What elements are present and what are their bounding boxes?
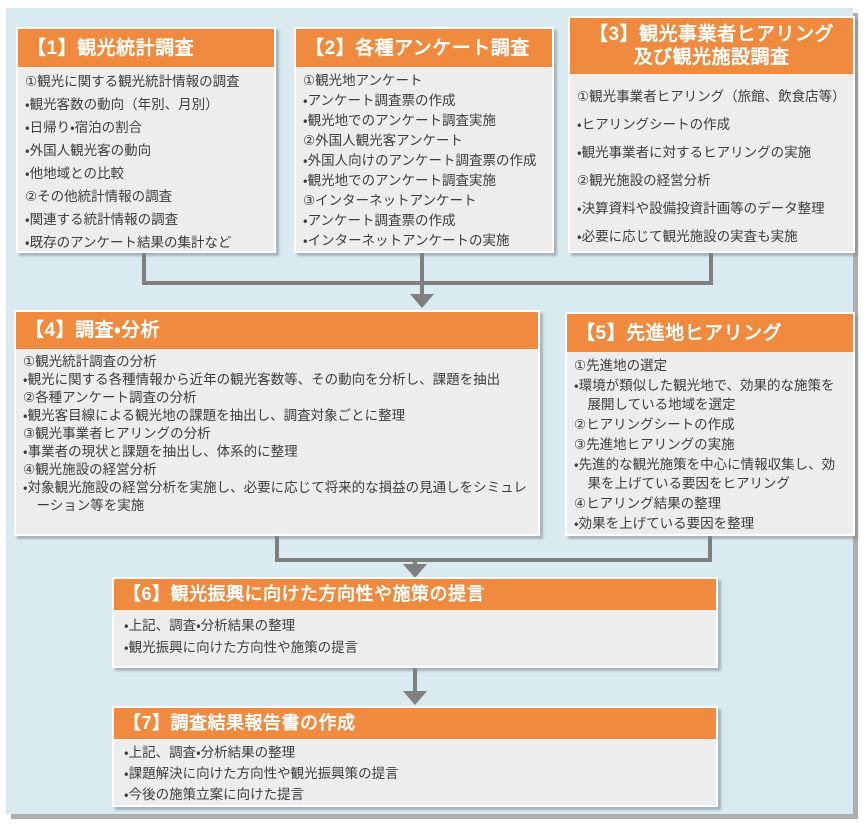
box-item: ・環境が類似した観光地で、効果的な施策を展開している地域を選定 [574, 378, 835, 412]
arrow-down-icon [403, 691, 427, 705]
box-item: ・外国人向けのアンケート調査票の作成 [303, 153, 537, 168]
box-title: 【3】観光事業者ヒアリング及び観光施設調査 [570, 18, 853, 74]
box-item: ②外国人観光客アンケート [303, 133, 464, 148]
box-item: ④観光施設の経営分析 [23, 462, 157, 477]
process-box-7-survey-report-creation: 【7】調査結果報告書の作成 ・上記、調査・分析結果の整理・課題解決に向けた方向性… [112, 706, 718, 807]
process-box-2-questionnaire-surveys: 【2】各種アンケート調査 ①観光地アンケート・アンケート調査票の作成・観光地での… [294, 27, 554, 253]
box-item: ・観光に関する各種情報から近年の観光客数等、その動向を分析し、課題を抽出 [23, 372, 501, 387]
box-item: ・観光地でのアンケート調査実施 [303, 113, 497, 128]
box-item: ・観光振興に向けた方向性や施策の提言 [124, 640, 359, 655]
box-content: ・上記、調査・分析結果の整理・観光振興に向けた方向性や施策の提言 [114, 610, 716, 666]
connector-line [275, 535, 279, 562]
box-item: ②各種アンケート調査の分析 [23, 390, 197, 405]
box-title-line: 【3】観光事業者ヒアリング [588, 24, 835, 45]
box-item: ・外国人観光客の動向 [25, 143, 152, 158]
box-title-line: 【1】観光統計調査 [27, 37, 195, 59]
box-title: 【6】観光振興に向けた方向性や施策の提言 [114, 579, 716, 610]
box-item: ・アンケート調査票の作成 [303, 213, 456, 228]
connector-line [420, 252, 424, 296]
box-item: ・先進的な観光施策を中心に情報収集し、効果を上げている要因をヒアリング [574, 457, 836, 491]
box-title: 【2】各種アンケート調査 [296, 29, 552, 67]
process-box-6-direction-policy-proposal: 【6】観光振興に向けた方向性や施策の提言 ・上記、調査・分析結果の整理・観光振興… [112, 577, 718, 668]
box-item: ・課題解決に向けた方向性や観光振興策の提言 [124, 766, 399, 781]
box-item: ①観光事業者ヒアリング（旅館、飲食店等） [577, 89, 846, 104]
box-item: ・対象観光施設の経営分析を実施し、必要に応じて将来的な損益の見通しをシミュレーシ… [23, 480, 527, 513]
box-item: ・関連する統計情報の調査 [25, 212, 179, 227]
process-box-5-advanced-area-hearing: 【5】先進地ヒアリング ①先進地の選定・環境が類似した観光地で、効果的な施策を展… [565, 312, 855, 536]
box-item: ②ヒアリングシートの作成 [574, 417, 735, 432]
box-item: ・観光客数の動向（年別、月別） [25, 97, 219, 112]
box-item: ・日帰り・宿泊の割合 [25, 120, 143, 135]
box-item: ①観光地アンケート [303, 73, 423, 88]
box-item: ・インターネットアンケートの実施 [303, 233, 510, 248]
box-item: ③先進地ヒアリングの実施 [574, 437, 735, 452]
box-item: ・効果を上げている要因を整理 [574, 516, 755, 531]
box-item: ・観光客目線による観光地の課題を抽出し、調査対象ごとに整理 [23, 408, 406, 423]
box-item: ・今後の施策立案に向けた提言 [124, 787, 305, 802]
box-content: ①観光統計調査の分析・観光に関する各種情報から近年の観光客数等、その動向を分析し… [16, 349, 538, 534]
box-title-line: 【5】先進地ヒアリング [576, 322, 783, 344]
connector-line [142, 252, 146, 285]
connector-line [142, 281, 713, 285]
box-title: 【7】調査結果報告書の作成 [114, 708, 716, 739]
box-item: ③観光事業者ヒアリングの分析 [23, 426, 211, 441]
box-content: ①観光に関する観光統計情報の調査・観光客数の動向（年別、月別） ・日帰り・宿泊の割… [18, 67, 274, 251]
box-title-line: 【6】観光振興に向けた方向性や施策の提言 [123, 584, 486, 604]
box-item: ・ヒアリングシートの作成 [577, 117, 731, 132]
connector-line [708, 535, 712, 562]
box-item: ①先進地の選定 [574, 358, 668, 373]
box-item: ・上記、調査・分析結果の整理 [124, 745, 296, 760]
box-content: ①先進地の選定・環境が類似した観光地で、効果的な施策を展開している地域を選定 ②ヒ… [567, 352, 853, 534]
connector-line [413, 667, 417, 693]
connector-line [275, 558, 712, 562]
box-title-line: 【4】調査・分析 [25, 320, 161, 341]
box-title: 【1】観光統計調査 [18, 29, 274, 67]
box-title: 【4】調査・分析 [16, 312, 538, 349]
box-item: ・事業者の現状と課題を抽出し、体系的に整理 [23, 444, 298, 459]
box-title-line: 【2】各種アンケート調査 [305, 37, 530, 59]
box-item: ②その他統計情報の調査 [25, 189, 173, 204]
connector-line [709, 252, 713, 285]
box-item: ④ヒアリング結果の整理 [574, 496, 722, 511]
box-item: ①観光統計調査の分析 [23, 354, 157, 369]
process-box-3-operator-hearing-facility-survey: 【3】観光事業者ヒアリング及び観光施設調査 ①観光事業者ヒアリング（旅館、飲食店… [568, 16, 855, 253]
process-box-1-tourism-statistics-survey: 【1】観光統計調査 ①観光に関する観光統計情報の調査・観光客数の動向（年別、月別… [16, 27, 276, 253]
box-title-line: 【7】調査結果報告書の作成 [123, 713, 356, 733]
box-item: ・他地域との比較 [25, 166, 124, 181]
box-content: ・上記、調査・分析結果の整理・課題解決に向けた方向性や観光振興策の提言・今後の施… [114, 739, 716, 805]
box-item: ・観光地でのアンケート調査実施 [303, 173, 497, 188]
box-title: 【5】先進地ヒアリング [567, 314, 853, 352]
box-title-line: 及び観光施設調査 [633, 47, 790, 68]
box-item: ・観光事業者に対するヒアリングの実施 [577, 145, 812, 160]
box-item: ②観光施設の経営分析 [577, 173, 711, 188]
box-item: ①観光に関する観光統計情報の調査 [25, 74, 240, 89]
process-box-4-survey-analysis: 【4】調査・分析 ①観光統計調査の分析・観光に関する各種情報から近年の観光客数等… [14, 310, 540, 536]
box-item: ・必要に応じて観光施設の実査も実施 [577, 229, 798, 244]
arrow-down-icon [403, 564, 427, 578]
box-item: ・決算資料や設備投資計画等のデータ整理 [577, 201, 825, 216]
box-content: ①観光事業者ヒアリング（旅館、飲食店等） ・ヒアリングシートの作成・観光事業者に対… [570, 74, 853, 251]
box-item: ③インターネットアンケート [303, 193, 477, 208]
box-item: ・既存のアンケート結果の集計など [25, 235, 232, 250]
box-item: ・上記、調査・分析結果の整理 [124, 618, 296, 633]
arrow-down-icon [410, 294, 434, 308]
box-item: ・アンケート調査票の作成 [303, 93, 456, 108]
